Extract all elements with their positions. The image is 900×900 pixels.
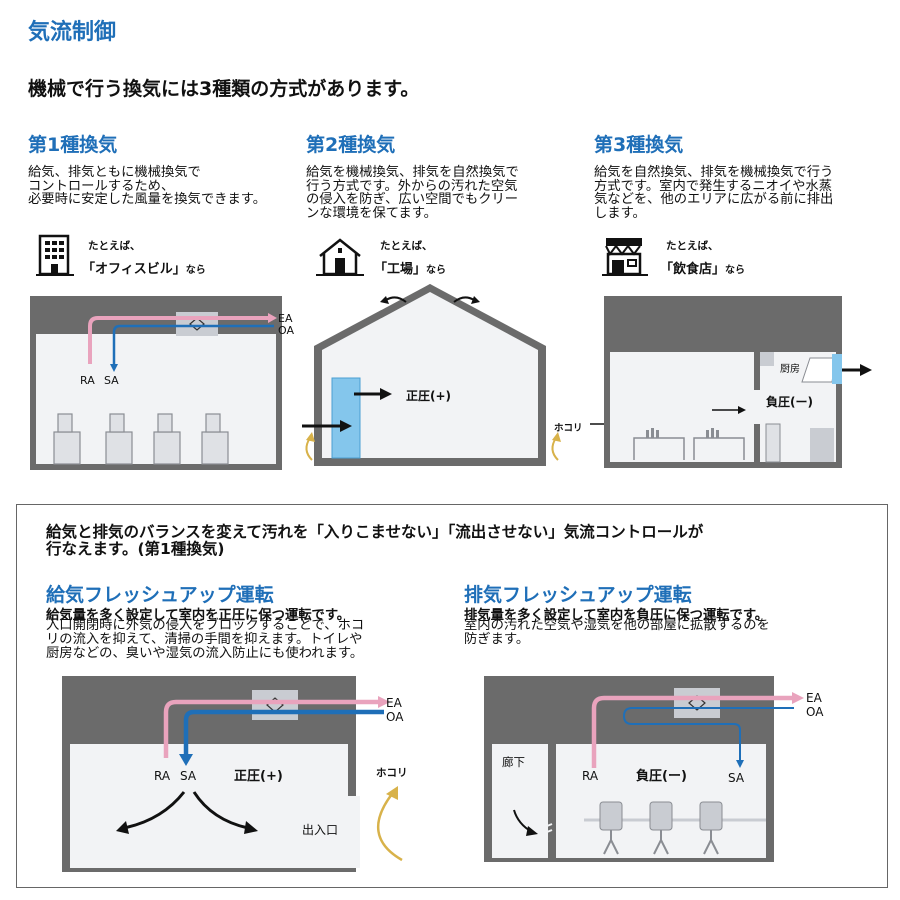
supply-ea-label: EA: [386, 696, 403, 710]
ra-label: RA: [80, 374, 95, 387]
restaurant-room: [610, 352, 836, 462]
kitchen-wall-upper: [754, 352, 760, 390]
exhaust-right-arrow: [453, 296, 475, 303]
office-desks: [53, 413, 229, 465]
exhaust-sa-label: SA: [728, 771, 745, 785]
exhaust-oa-label: OA: [806, 705, 824, 719]
type1-example-place-name: 「オフィスビル」: [82, 262, 186, 277]
entrance-label: 出入口: [302, 823, 338, 837]
type2-description: 給気を機械換気、排気を自然換気で 行う方式です。外からの汚れた空気 の侵入を防ぎ…: [306, 165, 519, 221]
exhaust-mode-title: 排気フレッシュアップ運転: [464, 584, 692, 606]
ea-label: EA: [278, 312, 293, 325]
supply-unit: [331, 377, 361, 459]
intro-text: 機械で行う換気には3種類の方式があります。: [28, 78, 420, 100]
corridor-room: [492, 744, 548, 858]
corridor-label: 廊下: [502, 755, 525, 769]
exhaust-pressure-label: 負圧(ー): [636, 768, 687, 784]
supply-room: [70, 744, 348, 868]
exhaust-ra-label: RA: [582, 769, 599, 783]
type2-example-suffix: なら: [426, 265, 447, 276]
exhaust-mode-lead: 排気量を多く設定して室内を負圧に保つ運転です。: [464, 608, 769, 623]
page-title: 気流制御: [28, 20, 117, 45]
sa-label: SA: [104, 374, 119, 387]
type2-heading: 第2種換気: [306, 134, 396, 156]
supply-mode-supply-duct: [183, 709, 384, 756]
heat-exchanger-box: [176, 312, 218, 336]
supply-sa-label: SA: [180, 769, 197, 783]
type3-example-place-name: 「飲食店」: [660, 262, 726, 277]
supply-oa-label: OA: [386, 710, 404, 724]
supply-heat-exchanger-box: [252, 690, 298, 720]
supply-mode-title: 給気フレッシュアップ運転: [46, 584, 274, 606]
office-ventilation-diagram: EA OA RA SA: [30, 296, 294, 470]
supply-mode-exhaust-duct: [163, 699, 380, 758]
type2-example-place: 「工場」なら: [374, 258, 446, 277]
airflow-control-panel: [16, 504, 888, 888]
supply-mode-lead: 給気量を多く設定して室内を正圧に保つ運転です。: [46, 608, 351, 623]
exhaust-left-arrow: [385, 296, 407, 303]
factory-pressure-label: 正圧(+): [406, 389, 451, 403]
type3-heading: 第3種換気: [594, 134, 684, 156]
exhaust-freshup-diagram: EA OA 廊下 RA 負圧(ー) SA: [484, 676, 824, 862]
restaurant-dust-label: ホコリ: [554, 423, 583, 434]
restaurant-icon: [602, 238, 648, 276]
type1-description: 給気、排気ともに機械換気で コントロールするため、 必要時に安定した風量を換気で…: [28, 165, 267, 207]
type3-example-suffix: なら: [725, 265, 746, 276]
exhaust-heat-exchanger-box: [674, 688, 720, 718]
exhaust-air-duct: [88, 316, 270, 364]
factory-dust-left-arrow: [305, 437, 313, 461]
type1-heading: 第1種換気: [28, 134, 118, 156]
factory-room: [322, 292, 538, 458]
exhaust-mode-description: 室内の汚れた空気や湿気を他の部屋に拡散するのを 防ぎます。: [464, 618, 770, 648]
supply-ra-label: RA: [154, 769, 171, 783]
supply-pressure-label: 正圧(+): [234, 769, 283, 784]
type1-example-suffix: なら: [185, 265, 206, 276]
exhaust-ea-label: EA: [806, 691, 823, 705]
type2-example-place-name: 「工場」: [374, 262, 427, 277]
restaurant-pressure-label: 負圧(ー): [766, 394, 813, 409]
kitchen-label: 厨房: [780, 362, 800, 375]
type1-example-prefix: たとえば、: [88, 240, 141, 252]
supply-mode-description: 入口開閉時に外気の侵入をブロックすることで、ホコ リの流入を抑えて、清掃の手間を…: [46, 618, 365, 662]
exhaust-mode-supply-duct: [622, 707, 794, 760]
type3-example-prefix: たとえば、: [666, 240, 719, 252]
supply-spread-left-arrow: [123, 791, 186, 830]
supply-dust-arrow: [376, 793, 403, 862]
exhaust-mode-exhaust-duct: [591, 695, 794, 768]
control-intro: 給気と排気のバランスを変えて汚れを「入りこませない」「流出させない」気流コントロ…: [46, 523, 704, 558]
supply-spread-right-arrow: [192, 791, 249, 830]
office-building-icon: [36, 234, 74, 276]
oa-label: OA: [278, 324, 294, 337]
restaurant-ventilation-diagram: 厨房 負圧(ー): [590, 296, 872, 468]
type2-example-prefix: たとえば、: [380, 240, 433, 252]
factory-ventilation-diagram: 正圧(+): [302, 284, 561, 466]
factory-icon: [316, 238, 364, 276]
exhaust-fan: [832, 354, 842, 384]
meeting-chairs: [584, 801, 766, 855]
supply-freshup-diagram: EA OA RA SA 正圧(+) ホコリ 出入口: [62, 676, 408, 872]
supply-air-duct: [112, 324, 274, 366]
supply-dust-label: ホコリ: [376, 767, 408, 779]
factory-dust-right-arrow: [551, 437, 559, 461]
restaurant-tableware: [646, 428, 719, 438]
type3-example-place: 「飲食店」なら: [660, 258, 745, 277]
type1-example-place: 「オフィスビル」なら: [82, 258, 206, 277]
kitchen-wall-lower: [754, 424, 760, 462]
type3-description: 給気を自然換気、排気を機械換気で行う 方式です。室内で発生するニオイや水蒸 気な…: [594, 165, 834, 221]
